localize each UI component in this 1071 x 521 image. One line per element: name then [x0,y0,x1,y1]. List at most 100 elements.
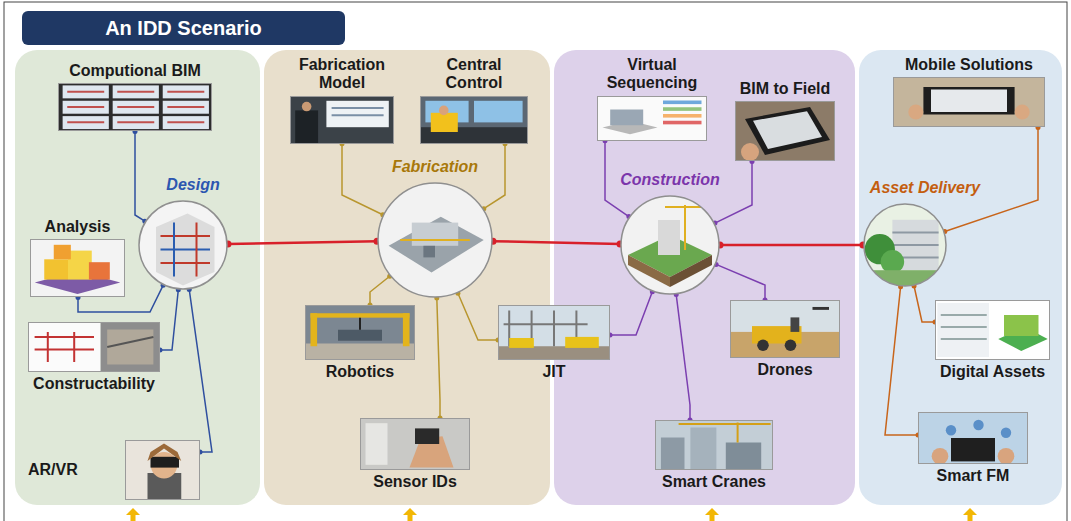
picture-shape [684,205,686,250]
picture-shape [163,101,209,114]
picture-group [893,77,1045,127]
item-picture [28,322,160,372]
picture-shape [661,438,685,471]
picture-group [655,420,773,470]
connector [610,292,652,335]
picture-shape [753,112,822,150]
connector-dots [608,289,655,337]
picture-shape [35,336,94,338]
connector [189,290,212,452]
title-banner: An IDD Scenario [22,11,345,45]
picture-shape [785,339,797,351]
up-arrow [126,508,140,515]
picture-shape [161,235,211,237]
picture-shape [918,412,1028,464]
connector [135,131,145,221]
picture-shape [67,106,104,108]
picture-shape [439,105,449,115]
item-label: Smart FM [918,467,1028,485]
item-picture [655,420,773,470]
picture-shape [35,349,94,351]
picture-group [620,195,720,295]
picture-shape [923,87,1014,115]
phase-picture [620,195,720,295]
connector-dots [133,129,148,224]
phase-picture [138,200,228,290]
picture-shape [1015,105,1030,120]
item-label: AR/VR [28,461,78,479]
phase-label: Construction [620,171,720,189]
picture-shape [63,101,109,114]
picture-group [30,239,125,297]
picture-shape [68,251,92,280]
picture-shape [67,91,104,93]
picture-shape [67,122,104,124]
picture-shape [726,443,761,471]
phase-picture [377,182,493,298]
connector-dots [158,287,181,352]
picture-shape [679,423,771,425]
picture-shape [663,121,702,125]
item-picture [498,305,610,360]
item-picture [893,77,1045,127]
picture-shape [311,313,318,346]
picture-shape [302,102,312,112]
item-label: Computional BIM [58,62,212,80]
picture-shape [498,346,610,360]
connector-dots [714,262,768,303]
connector [676,295,690,420]
picture-shape [509,338,534,348]
picture-group [935,300,1050,360]
picture-shape [881,250,905,274]
picture-shape [423,246,435,258]
picture-shape [151,457,180,468]
picture-shape [403,313,410,346]
phase-circle: Design [138,174,228,290]
picture-shape [690,428,716,471]
picture-shape [113,101,159,114]
picture-shape [663,114,702,118]
technology-item: Smart FM [918,412,1028,485]
picture-shape [161,262,211,264]
picture-frame [736,102,835,161]
up-arrow [131,515,136,521]
picture-shape [117,106,154,108]
phase-circle: Construction [620,169,720,295]
item-label: Smart Cranes [655,473,773,491]
picture-shape [658,220,680,255]
picture-shape [167,106,204,108]
technology-item: Smart Cranes [655,420,773,491]
item-picture [918,412,1028,464]
picture-shape [1001,428,1011,438]
item-label: Digital Assets [935,363,1050,381]
picture-shape [893,77,1045,127]
construction-panel [554,50,855,505]
technology-item: BIM to Field [735,80,835,161]
technology-item: Constructability [28,322,160,393]
picture-frame [361,419,470,470]
picture-shape [163,117,209,130]
picture-shape [113,86,159,99]
picture-frame [59,84,212,131]
phase-circle-outline [864,204,946,286]
picture-frame [936,301,1050,360]
connector-dots [455,291,500,343]
picture-group [420,96,528,144]
connector [720,244,863,247]
technology-item: Mobile Solutions [893,56,1045,127]
picture-shape [553,311,555,347]
picture-shape [908,105,923,120]
picture-shape [359,318,361,330]
picture-shape [941,326,987,328]
fabrication-panel [264,50,550,505]
phase-label: Design [166,176,219,194]
picture-shape [156,214,215,286]
picture-shape [420,96,528,144]
connector-dots [340,141,386,217]
picture-shape [415,428,439,444]
picture-shape [63,86,109,99]
technology-item: Digital Assets [935,300,1050,381]
picture-group [58,83,212,131]
picture-shape [44,260,68,280]
